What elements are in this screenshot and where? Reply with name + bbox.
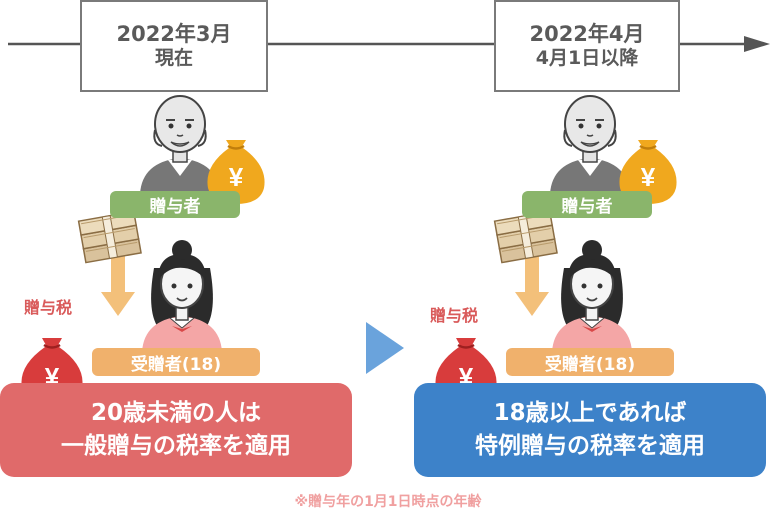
timeline-arrowhead <box>744 36 770 52</box>
giver-elder-icon <box>549 95 631 195</box>
yen-glyph: ¥ <box>229 162 244 192</box>
date-box-before: 2022年3月 現在 <box>80 0 268 92</box>
giver-label: 贈与者 <box>110 191 240 218</box>
tax-label: 贈与税 <box>24 298 73 317</box>
date-box-after: 2022年4月 4月1日以降 <box>494 0 680 92</box>
result-right-line2: 特例贈与の税率を適用 <box>475 433 705 459</box>
giver-label: 贈与者 <box>522 191 652 218</box>
date-after-line2: 4月1日以降 <box>535 47 639 70</box>
cash-stack-icon <box>493 210 558 264</box>
yen-glyph: ¥ <box>641 162 656 192</box>
cash-stack-icon <box>77 210 142 264</box>
tax-label: 贈与税 <box>430 306 479 325</box>
result-box-left: 20歳未満の人は 一般贈与の税率を適用 <box>0 383 352 477</box>
receiver-young-icon <box>141 239 223 353</box>
date-after-line1: 2022年4月 <box>529 22 645 46</box>
date-before-line1: 2022年3月 <box>116 22 232 46</box>
transition-arrow-icon <box>366 322 404 374</box>
receiver-young-icon <box>551 239 633 353</box>
result-left-line1: 20歳未満の人は <box>90 399 261 426</box>
receiver-label: 受贈者(18) <box>506 348 674 376</box>
receiver-label: 受贈者(18) <box>92 348 260 376</box>
result-box-right: 18歳以上であれば 特例贈与の税率を適用 <box>414 383 766 477</box>
result-left-line2: 一般贈与の税率を適用 <box>61 433 291 459</box>
result-right-line1: 18歳以上であれば <box>493 399 687 426</box>
date-before-line2: 現在 <box>154 47 193 70</box>
transfer-arrow-icon <box>101 252 135 316</box>
footnote: ※贈与年の1月1日時点の年齢 <box>294 494 482 510</box>
transfer-arrow-icon <box>515 252 549 316</box>
